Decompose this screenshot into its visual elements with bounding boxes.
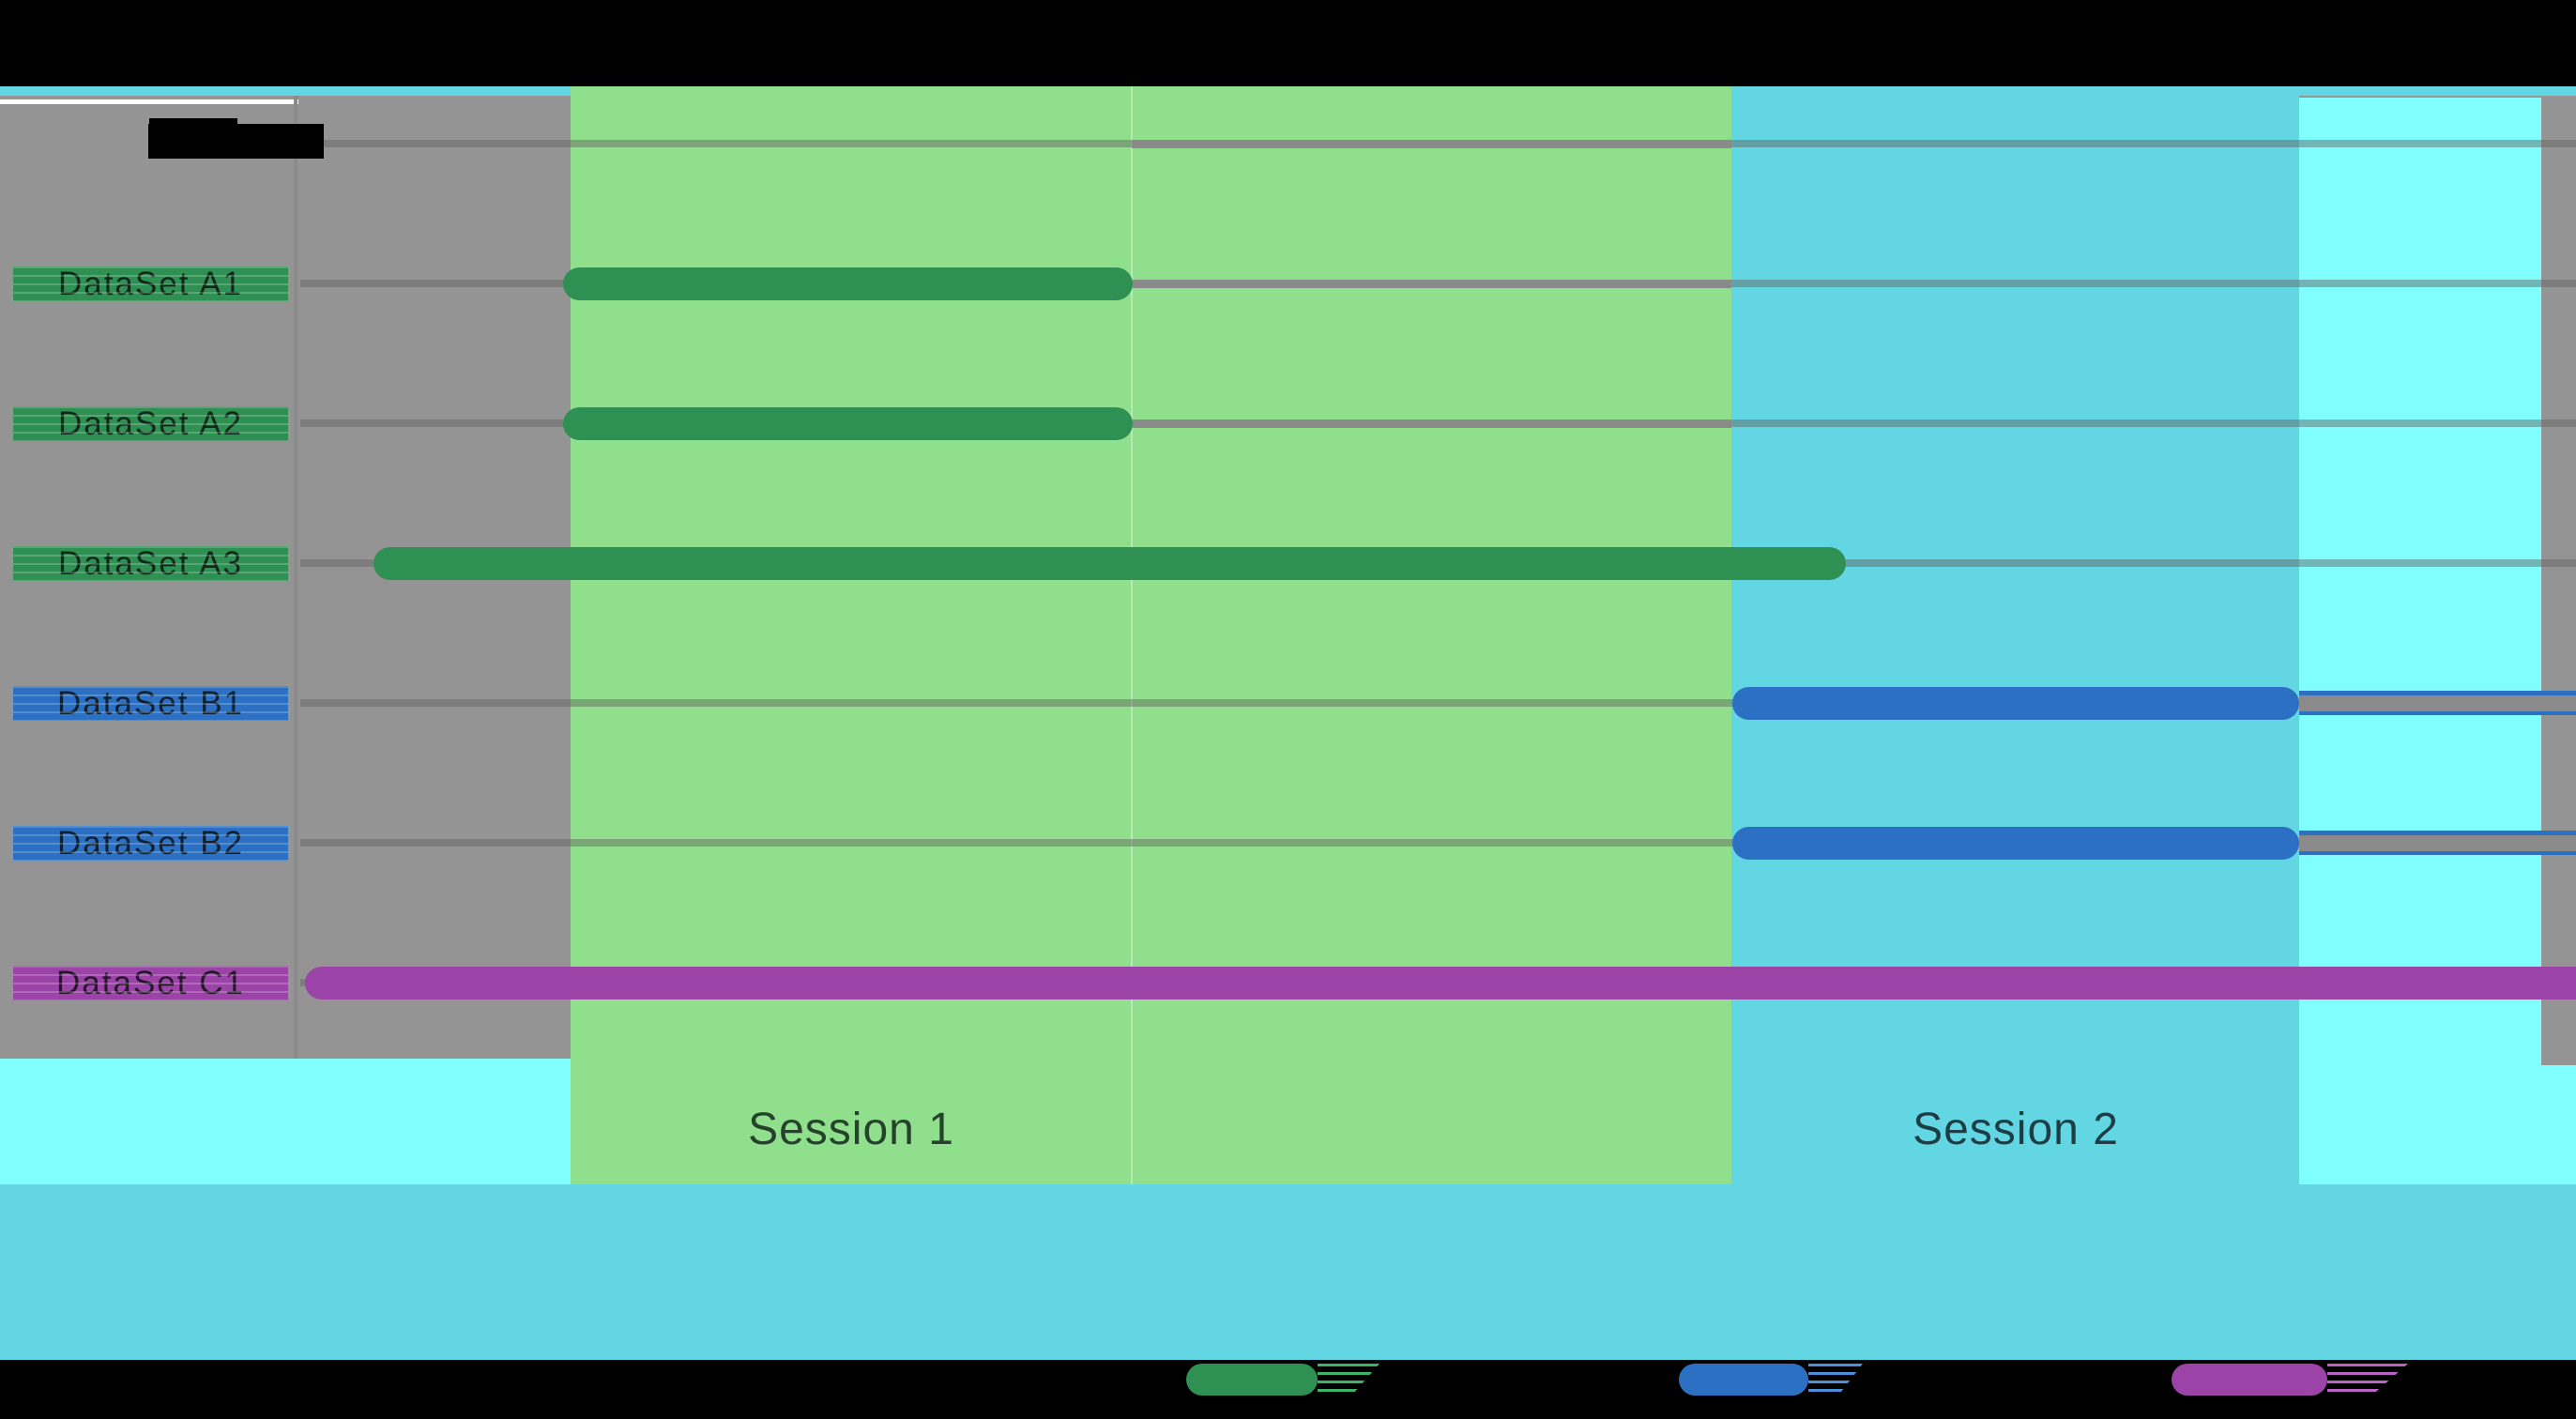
censored-text-remnant	[149, 118, 237, 125]
light-aqua-bottom-strip	[0, 1059, 571, 1184]
legend-swatch-streak	[2327, 1364, 2408, 1396]
row-label-dataset-b2: DataSet B2	[13, 826, 288, 861]
legend-swatch-green-series[interactable]	[1186, 1364, 1318, 1396]
gridline-opaque-segment	[2299, 695, 2576, 711]
gantt-bar-dataset-b2[interactable]	[1732, 827, 2299, 860]
gridline	[300, 699, 2576, 707]
gantt-bar-dataset-a3[interactable]	[373, 547, 1846, 580]
censored-region-top-band	[0, 0, 2576, 86]
row-label-dataset-c1: DataSet C1	[13, 966, 288, 1000]
censored-region-header-label	[148, 124, 324, 159]
gantt-bar-dataset-a2[interactable]	[563, 407, 1133, 440]
top-hairline	[0, 99, 298, 104]
legend-swatch-blue-series[interactable]	[1679, 1364, 1808, 1396]
legend-swatch-streak	[1808, 1364, 1863, 1396]
right-margin	[2541, 96, 2576, 1065]
legend-swatch-streak	[1318, 1364, 1379, 1396]
gantt-bar-dataset-c1[interactable]	[305, 967, 2576, 999]
session-region-unlabeled	[2299, 98, 2576, 1184]
gantt-bar-dataset-b1[interactable]	[1732, 687, 2299, 720]
session-1-title: Session 1	[748, 1105, 954, 1154]
session-region-session-2	[1731, 86, 2299, 1184]
row-label-dataset-a2: DataSet A2	[13, 406, 288, 441]
gridline	[300, 839, 2576, 847]
gridline-opaque-segment	[2299, 835, 2576, 851]
gridline-opaque-segment	[1133, 280, 1731, 288]
legend-swatch-purple-series[interactable]	[2172, 1364, 2327, 1396]
session-2-title: Session 2	[1913, 1105, 2119, 1154]
row-label-dataset-a1: DataSet A1	[13, 267, 288, 301]
gridline-opaque-segment	[1132, 140, 1731, 148]
gantt-bar-dataset-a1[interactable]	[563, 267, 1133, 300]
session-seam-line	[1131, 86, 1133, 1184]
y-axis-line	[294, 96, 297, 1059]
gridline-opaque-segment	[1133, 420, 1731, 428]
row-label-dataset-b1: DataSet B1	[13, 686, 288, 721]
row-label-dataset-a3: DataSet A3	[13, 546, 288, 581]
